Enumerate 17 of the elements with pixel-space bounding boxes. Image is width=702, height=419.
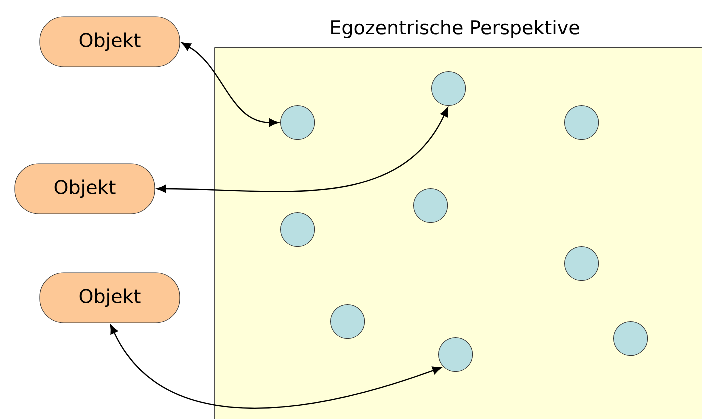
object-box: Objekt	[40, 272, 180, 324]
arrow	[182, 42, 279, 127]
circle	[280, 212, 316, 248]
circle	[280, 106, 316, 140]
panel	[214, 48, 702, 419]
panel-title: Egozentrische Perspektive	[332, 20, 580, 38]
object-box: Objekt	[14, 164, 156, 214]
circle	[614, 322, 648, 356]
circle	[330, 304, 366, 340]
circle	[414, 188, 448, 224]
circle	[564, 246, 600, 282]
circle	[432, 72, 466, 106]
circle	[438, 338, 474, 372]
object-box: Objekt	[40, 16, 180, 68]
arrow	[110, 324, 442, 409]
circle	[564, 106, 600, 140]
arrow	[156, 108, 448, 193]
